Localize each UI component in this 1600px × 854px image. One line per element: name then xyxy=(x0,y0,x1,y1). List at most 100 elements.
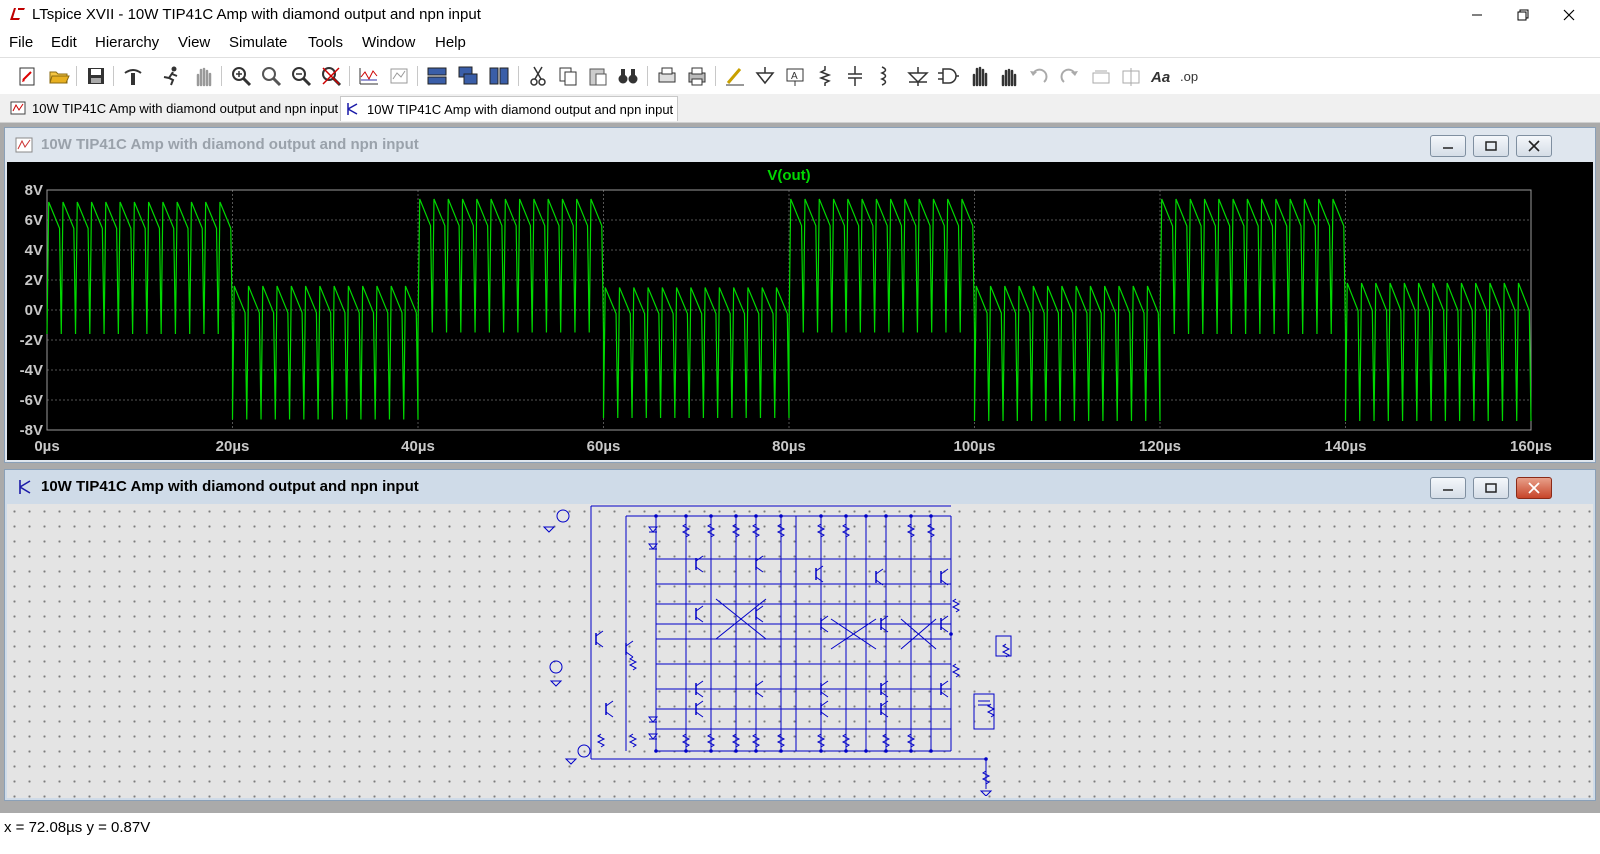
schematic-window-titlebar[interactable]: 10W TIP41C Amp with diamond output and n… xyxy=(5,470,1595,502)
inductor-button[interactable] xyxy=(872,63,898,89)
tile-vertical-button[interactable] xyxy=(486,63,512,89)
zoom-out-button[interactable] xyxy=(288,63,314,89)
menu-tools[interactable]: Tools xyxy=(308,34,344,51)
junction-dot xyxy=(734,514,738,518)
tab-schematic[interactable]: 10W TIP41C Amp with diamond output and n… xyxy=(340,96,679,121)
schematic-maximize-button[interactable] xyxy=(1473,477,1509,499)
svg-text:.op: .op xyxy=(1180,69,1198,84)
restore-icon xyxy=(1517,9,1529,21)
junction-dot xyxy=(929,514,933,518)
zoom-in-icon xyxy=(232,67,252,87)
trace-label: V(out) xyxy=(767,167,810,184)
waveform-close-button[interactable] xyxy=(1516,135,1552,157)
schematic-icon xyxy=(347,103,358,115)
capacitor-icon xyxy=(848,66,862,86)
x-tick-label: 120µs xyxy=(1139,438,1181,455)
transistor-lead xyxy=(820,626,829,633)
junction-dot xyxy=(864,514,868,518)
save-button[interactable] xyxy=(83,63,109,89)
menu-view[interactable]: View xyxy=(178,34,211,51)
halt-button[interactable] xyxy=(190,63,216,89)
minimize-button[interactable] xyxy=(1454,0,1500,30)
text-button[interactable]: Aa xyxy=(1148,63,1174,89)
component-button[interactable] xyxy=(935,63,961,89)
menu-edit[interactable]: Edit xyxy=(51,34,77,51)
cut-button[interactable] xyxy=(525,63,551,89)
drag-button[interactable] xyxy=(996,63,1022,89)
transistor-lead xyxy=(695,700,704,707)
redo-icon xyxy=(1060,68,1078,83)
redo-button[interactable] xyxy=(1056,63,1082,89)
cursor-coordinates: x = 72.08µs y = 0.87V xyxy=(4,819,151,836)
transistor-lead xyxy=(875,579,884,586)
close-button[interactable] xyxy=(1546,0,1592,30)
schematic-minimize-button[interactable] xyxy=(1430,477,1466,499)
resistor-icon xyxy=(926,523,936,538)
menu-help[interactable]: Help xyxy=(435,34,466,51)
paste-button[interactable] xyxy=(585,63,611,89)
trace-vout xyxy=(46,198,1532,422)
waveform-window[interactable]: 10W TIP41C Amp with diamond output and n… xyxy=(4,127,1596,463)
tile-horizontal-button[interactable] xyxy=(424,63,450,89)
move-button[interactable] xyxy=(966,63,992,89)
component-icon xyxy=(938,68,959,84)
menu-simulate[interactable]: Simulate xyxy=(229,34,288,51)
waveform-minimize-button[interactable] xyxy=(1430,135,1466,157)
tab-waveform[interactable]: 10W TIP41C Amp with diamond output and n… xyxy=(6,96,342,120)
resistor-icon xyxy=(731,523,741,538)
find-button[interactable] xyxy=(615,63,641,89)
copy-button[interactable] xyxy=(555,63,581,89)
ltspice-logo-icon xyxy=(10,8,25,20)
restore-button[interactable] xyxy=(1500,0,1546,30)
print-preview-button[interactable] xyxy=(654,63,680,89)
menu-hierarchy[interactable]: Hierarchy xyxy=(95,34,160,51)
schematic-canvas[interactable] xyxy=(7,504,1593,798)
transistor-lead xyxy=(695,616,704,623)
cascade-button[interactable] xyxy=(455,63,481,89)
draw-wire-button[interactable] xyxy=(722,63,748,89)
schematic-drawing[interactable] xyxy=(7,504,1591,797)
maximize-icon xyxy=(1485,483,1497,493)
plot-settings-button[interactable] xyxy=(386,63,412,89)
diode-button[interactable] xyxy=(905,63,931,89)
autorange-button[interactable] xyxy=(356,63,382,89)
new-schematic-button[interactable] xyxy=(14,63,40,89)
zoom-in-button[interactable] xyxy=(228,63,254,89)
waveform-maximize-button[interactable] xyxy=(1473,135,1509,157)
drag-icon xyxy=(1001,68,1017,87)
junction-dot xyxy=(779,514,783,518)
zoom-pan-button[interactable] xyxy=(258,63,284,89)
menu-file[interactable]: File xyxy=(9,34,34,51)
undo-button[interactable] xyxy=(1026,63,1052,89)
mirror-button[interactable] xyxy=(1118,63,1144,89)
junction-dot xyxy=(884,749,888,753)
resistor-button[interactable] xyxy=(812,63,838,89)
control-panel-icon xyxy=(124,69,142,85)
ground-icon xyxy=(549,680,563,687)
schematic-close-button[interactable] xyxy=(1516,477,1552,499)
label-net-button[interactable]: A xyxy=(782,63,808,89)
print-button[interactable] xyxy=(684,63,710,89)
resistor-icon xyxy=(906,733,916,748)
x-tick-label: 40µs xyxy=(401,438,435,455)
capacitor-button[interactable] xyxy=(842,63,868,89)
schematic-window[interactable]: 10W TIP41C Amp with diamond output and n… xyxy=(4,469,1596,801)
resistor-icon xyxy=(681,733,691,748)
junction-dot xyxy=(819,749,823,753)
x-tick-label: 0µs xyxy=(34,438,59,455)
ground-button[interactable] xyxy=(752,63,778,89)
run-icon xyxy=(163,66,178,86)
waveform-window-titlebar[interactable]: 10W TIP41C Amp with diamond output and n… xyxy=(5,128,1595,160)
resistor-icon xyxy=(706,523,716,538)
transistor-lead xyxy=(605,700,614,707)
junction-dot xyxy=(734,749,738,753)
open-button[interactable] xyxy=(46,63,72,89)
menu-window[interactable]: Window xyxy=(362,34,416,51)
control-panel-button[interactable] xyxy=(120,63,146,89)
run-button[interactable] xyxy=(158,63,184,89)
rotate-button[interactable] xyxy=(1088,63,1114,89)
spice-directive-button[interactable]: .op xyxy=(1178,63,1204,89)
zoom-cancel-button[interactable] xyxy=(318,63,344,89)
